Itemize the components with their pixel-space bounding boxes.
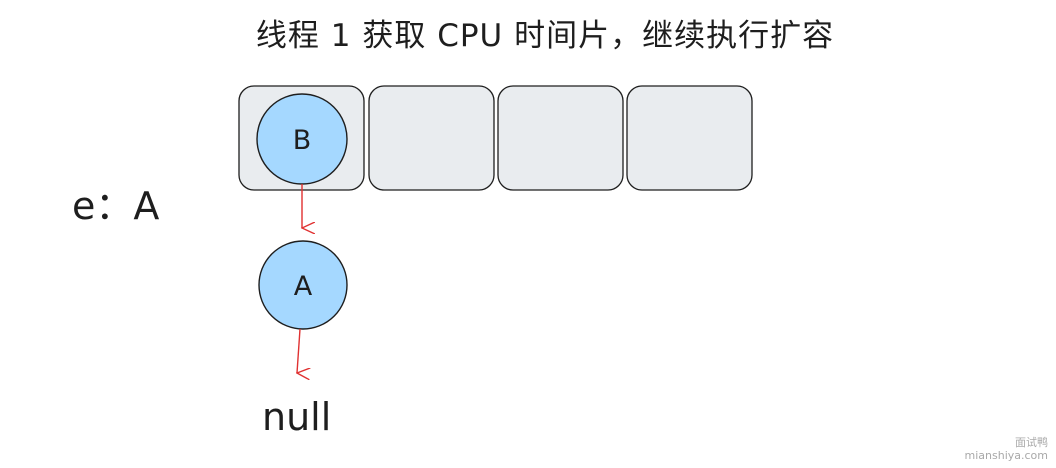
null-terminal: null bbox=[262, 395, 332, 439]
node-a-label: A bbox=[294, 271, 313, 302]
diagram-title: 线程 1 获取 CPU 时间片，继续执行扩容 bbox=[255, 18, 835, 54]
bucket-2 bbox=[497, 85, 624, 191]
watermark-url: mianshiya.com bbox=[964, 449, 1048, 462]
bucket-1 bbox=[368, 85, 495, 191]
arrow-a-to-null bbox=[297, 328, 300, 373]
variable-separator: ： bbox=[95, 184, 134, 228]
watermark: 面试鸭 mianshiya.com bbox=[965, 436, 1048, 462]
node-a-circle bbox=[258, 240, 348, 330]
node-b: B bbox=[256, 93, 348, 185]
variable-label: e：A bbox=[72, 184, 159, 228]
variable-value: A bbox=[133, 184, 160, 228]
variable-name: e bbox=[72, 184, 96, 228]
watermark-logo-text: 面试鸭 bbox=[1015, 436, 1048, 449]
node-b-label: B bbox=[293, 125, 312, 156]
node-a: A bbox=[258, 240, 348, 330]
bucket-3 bbox=[626, 85, 753, 191]
